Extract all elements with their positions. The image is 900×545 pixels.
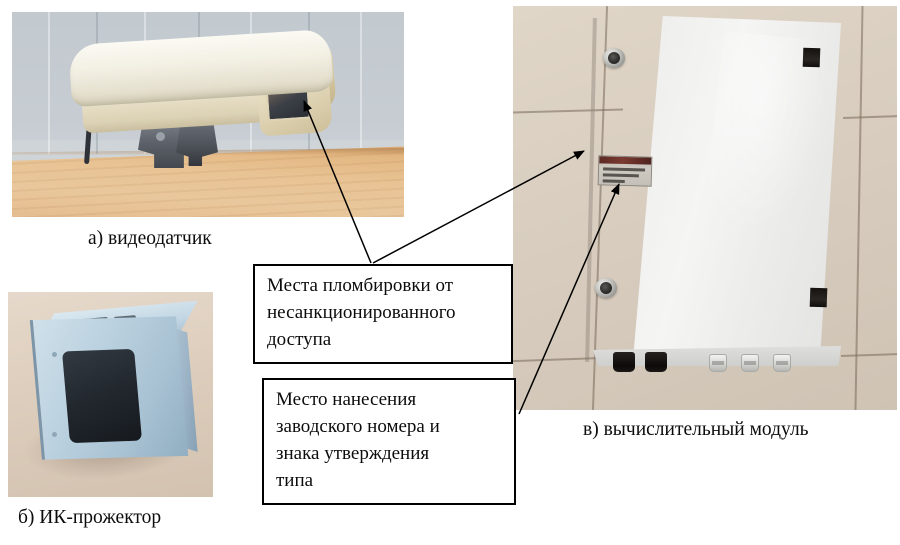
callout-line: знака утверждения — [276, 442, 430, 464]
ir-projector-screw — [52, 432, 57, 437]
nameplate-header-band — [599, 156, 652, 165]
callout-line: Места пломбировки от — [267, 275, 454, 296]
caption-video-sensor: а) видеодатчик — [88, 228, 212, 249]
nameplate-text-line — [602, 173, 639, 178]
cable-gland — [741, 354, 759, 372]
callout-line: Место нанесения — [276, 389, 417, 410]
cabinet-hinge-tab-bottom — [809, 287, 828, 308]
cable-gland — [613, 352, 635, 372]
sealing-screw-top — [603, 48, 625, 68]
desk-surface — [12, 146, 404, 217]
nameplate-label — [597, 155, 653, 187]
ir-projector-emitter-panel — [61, 348, 143, 444]
cabinet-hinge-tab-top — [802, 47, 821, 68]
photo-ir-projector — [8, 292, 213, 497]
bracket-bolt — [156, 132, 165, 141]
photo-video-sensor — [12, 12, 404, 217]
callout-line: несанкционированного — [267, 301, 456, 323]
caption-ir-projector: б) ИК-прожектор — [18, 507, 162, 528]
caption-computing-module: в) вычислительный модуль — [583, 419, 809, 440]
cable-gland — [709, 354, 727, 372]
callout-line: типа — [276, 469, 314, 491]
wall-seam — [360, 12, 362, 154]
callout-sealing-locations: Места пломбировки от несанкционированног… — [253, 264, 513, 364]
photo-computing-module — [513, 6, 897, 410]
sealing-screw-bottom — [595, 278, 617, 298]
wall-seam — [48, 12, 50, 154]
nameplate-text-line — [603, 167, 646, 172]
cable-gland — [773, 354, 791, 372]
callout-line: заводского номера и — [276, 415, 440, 437]
ir-projector-screw — [52, 352, 57, 357]
callout-serial-number-location: Место нанесения заводского номера и знак… — [262, 378, 516, 505]
nameplate-text-line — [602, 179, 625, 183]
callout-line: доступа — [267, 328, 332, 350]
cable-gland — [645, 352, 667, 372]
